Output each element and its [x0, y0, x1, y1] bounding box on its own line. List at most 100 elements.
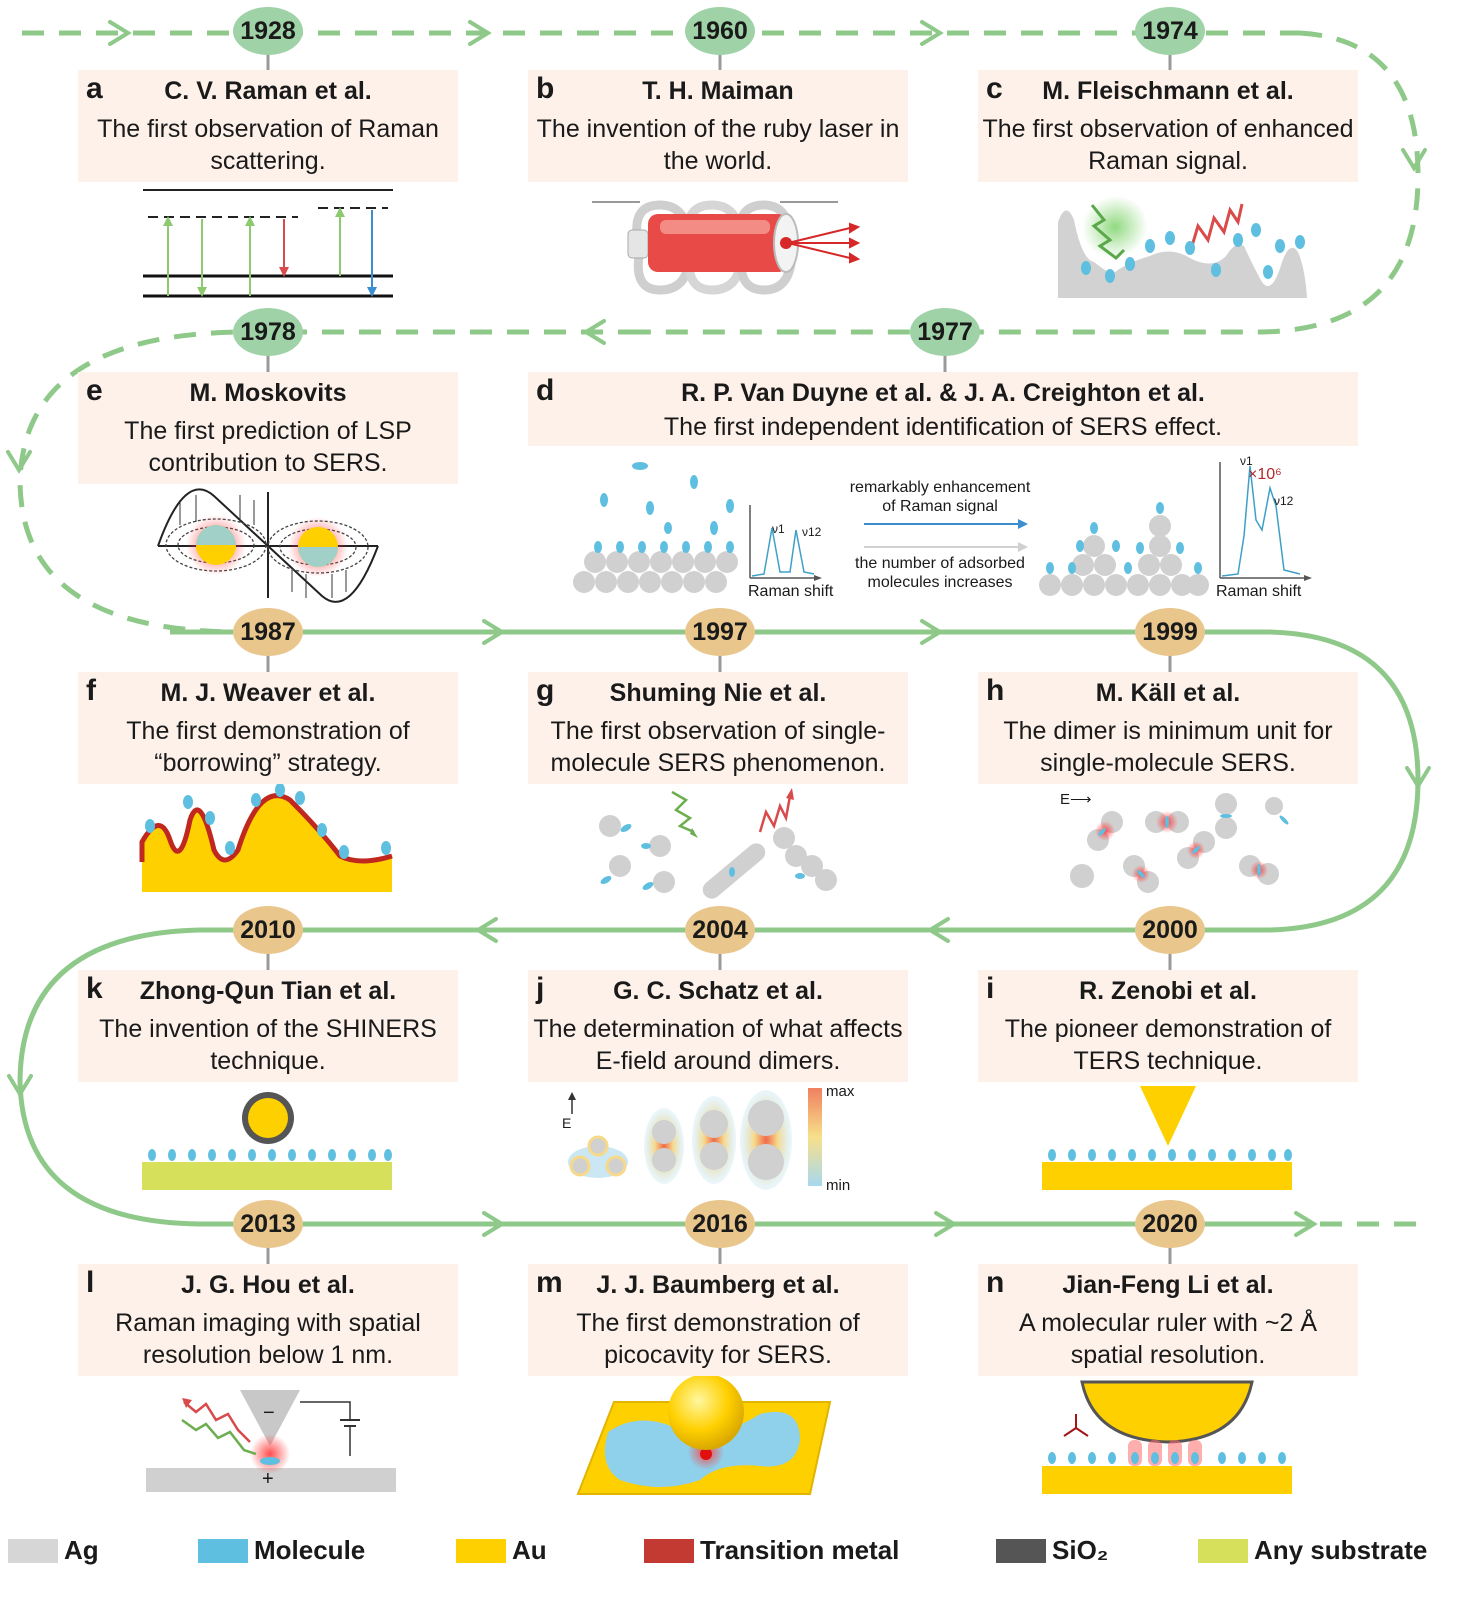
colorbar-min-label: min — [826, 1177, 851, 1194]
arrow-label: of Raman signal — [882, 498, 998, 515]
event-author: M. Fleischmann et al. — [1042, 77, 1294, 105]
ruby-laser-illustration — [592, 200, 861, 295]
stm-imaging-illustration — [146, 1390, 396, 1492]
event-card: e M. Moskovits The first prediction of L… — [78, 372, 458, 484]
event-card: k Zhong-Qun Tian et al. The invention of… — [78, 970, 458, 1082]
year-badge: 1928 — [233, 7, 303, 55]
panel-letter: i — [986, 972, 995, 1005]
event-card: b T. H. Maiman The invention of the ruby… — [528, 70, 908, 182]
event-description: A molecular ruler with ~2 Å spatial reso… — [1018, 1309, 1318, 1369]
legend-label: Molecule — [254, 1535, 366, 1565]
legend-label: SiO₂ — [1052, 1535, 1109, 1565]
colorbar-max-label: max — [826, 1083, 855, 1100]
event-description: The first demonstration of picocavity fo… — [576, 1309, 860, 1369]
legend-swatch — [198, 1539, 248, 1563]
legend-swatch — [1198, 1539, 1248, 1563]
event-author: J. J. Baumberg et al. — [596, 1271, 840, 1299]
event-description: Raman imaging with spatial resolution be… — [115, 1309, 421, 1369]
shiners-illustration — [142, 1092, 392, 1190]
panel-letter: a — [86, 72, 103, 105]
picocavity-illustration — [576, 1374, 832, 1495]
event-author: R. P. Van Duyne et al. & J. A. Creighton… — [681, 379, 1205, 407]
event-card: n Jian-Feng Li et al. A molecular ruler … — [978, 1264, 1358, 1376]
ters-illustration — [1042, 1086, 1292, 1190]
year-badge: 1974 — [1135, 7, 1205, 55]
panel-letter: h — [986, 674, 1005, 707]
year-badge: 1997 — [685, 608, 755, 656]
event-description: The first observation of single-molecule… — [550, 717, 886, 777]
panel-letter: d — [536, 374, 555, 407]
event-description: The pioneer demonstration of TERS techni… — [1004, 1015, 1332, 1075]
event-author: G. C. Schatz et al. — [613, 977, 823, 1005]
lsp-dipole-illustration — [157, 488, 379, 603]
event-card: l J. G. Hou et al. Raman imaging with sp… — [78, 1264, 458, 1376]
event-author: Jian-Feng Li et al. — [1062, 1271, 1274, 1299]
field-label: E — [562, 1115, 572, 1131]
event-card: c M. Fleischmann et al. The first observ… — [978, 70, 1358, 182]
arrow-label: remarkably enhancement — [849, 479, 1031, 496]
event-card: g Shuming Nie et al. The first observati… — [528, 672, 908, 784]
event-description: The determination of what affects E-fiel… — [533, 1015, 903, 1075]
legend-label: Transition metal — [700, 1535, 900, 1565]
event-card: a C. V. Raman et al. The first observati… — [78, 70, 458, 182]
timeline-arrows — [6, 20, 1431, 1237]
event-description: The invention of the SHINERS technique. — [99, 1015, 437, 1075]
event-card: h M. Käll et al. The dimer is minimum un… — [978, 672, 1358, 784]
panel-letter: j — [536, 972, 545, 1005]
legend-swatch — [644, 1539, 694, 1563]
year-badge: 1960 — [685, 7, 755, 55]
energy-level-diagram — [143, 189, 393, 298]
peak-label: ν12 — [1274, 494, 1294, 508]
panel-letter: g — [536, 674, 555, 707]
year-badge: 2010 — [233, 906, 303, 954]
year-connectors — [266, 55, 1172, 1264]
panel-letter: e — [86, 374, 103, 407]
event-description: The invention of the ruby laser in the w… — [536, 115, 900, 175]
event-description: The first observation of Raman scatterin… — [97, 115, 439, 175]
polarity-label: − — [263, 1402, 275, 1424]
panel-letter: k — [86, 972, 103, 1005]
year-badge: 1978 — [233, 308, 303, 356]
enhancement-label: ×10⁶ — [1248, 466, 1282, 483]
event-description: The first demonstration of “borrowing” s… — [126, 717, 410, 777]
year-badge: 2020 — [1135, 1200, 1205, 1248]
rough-surface-illustration — [1058, 186, 1307, 298]
axis-label: Raman shift — [748, 583, 834, 600]
year-badge: 2000 — [1135, 906, 1205, 954]
panel-letter: c — [986, 72, 1003, 105]
panel-letter: f — [86, 674, 96, 707]
borrowing-strategy-illustration — [139, 783, 393, 892]
panel-letter: n — [986, 1266, 1005, 1299]
peak-label: ν12 — [802, 525, 822, 539]
event-description: The first prediction of LSP contribution… — [124, 417, 412, 477]
year-badge: 2004 — [685, 906, 755, 954]
event-author: T. H. Maiman — [642, 77, 794, 105]
year-badge: 1977 — [910, 308, 980, 356]
panel-letter: b — [536, 72, 555, 105]
year-badge: 2016 — [685, 1200, 755, 1248]
event-author: Zhong-Qun Tian et al. — [139, 977, 397, 1005]
event-author: C. V. Raman et al. — [164, 77, 372, 105]
peak-label: ν1 — [772, 522, 785, 536]
legend-swatch — [8, 1539, 58, 1563]
molecular-ruler-illustration — [1042, 1380, 1292, 1494]
event-card: m J. J. Baumberg et al. The first demons… — [528, 1264, 908, 1376]
legend-label: Any substrate — [1254, 1535, 1428, 1565]
event-author: M. Käll et al. — [1095, 679, 1241, 707]
event-author: R. Zenobi et al. — [1079, 977, 1257, 1005]
dimer-illustration — [1070, 793, 1289, 893]
legend-label: Au — [512, 1535, 547, 1565]
sers-identification-illustration — [573, 462, 1312, 596]
field-label: E⟶ — [1060, 791, 1092, 808]
axis-label: Raman shift — [1216, 583, 1302, 600]
event-card: f M. J. Weaver et al. The first demonstr… — [78, 672, 458, 784]
polarity-label: + — [262, 1468, 274, 1490]
panel-letter: m — [536, 1266, 563, 1299]
event-author: Shuming Nie et al. — [609, 679, 827, 707]
event-card: j G. C. Schatz et al. The determination … — [528, 970, 908, 1082]
event-description: The first observation of enhanced Raman … — [982, 115, 1354, 175]
event-card: i R. Zenobi et al. The pioneer demonstra… — [978, 970, 1358, 1082]
event-card: d R. P. Van Duyne et al. & J. A. Creight… — [528, 372, 1358, 446]
event-description: The first independent identification of … — [663, 413, 1223, 441]
